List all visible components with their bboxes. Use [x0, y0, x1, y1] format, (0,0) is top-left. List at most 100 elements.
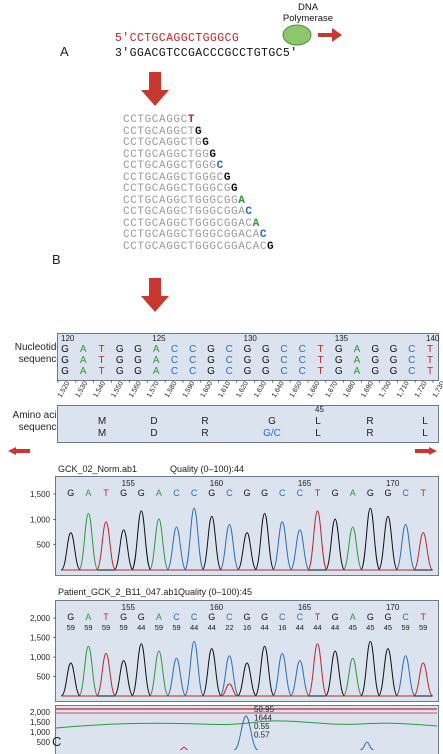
ratio-curve: [55, 720, 438, 729]
axis-tick-label: 1,620: [235, 380, 250, 399]
fragment-terminal-base: C: [216, 160, 224, 172]
trace-base-call: G: [120, 612, 127, 622]
sequence-base: T: [427, 344, 433, 355]
trace-base-call: G: [208, 488, 215, 498]
sequence-base: G: [134, 355, 142, 366]
trace1-file: GCK_02_Norm.ab1: [58, 464, 138, 474]
nucleotide-sequence-box: [57, 333, 439, 381]
trace-base-call: A: [85, 612, 91, 622]
trace-base-call: A: [156, 488, 162, 498]
trace-base-call: T: [420, 612, 426, 622]
trace-base-call: A: [85, 488, 91, 498]
trace-base-call: G: [384, 488, 391, 498]
base-position-number: 170: [386, 479, 400, 488]
sequence-base: C: [408, 344, 415, 355]
amino-acid: R: [201, 416, 208, 427]
sequence-base: A: [80, 355, 87, 366]
fragment-row: CCTGCAGGCTGGGCGGA: [123, 195, 274, 208]
fragment-row: CCTGCAGGCTGGGCGGACACG: [123, 241, 274, 254]
axis-tick-label: 1,660: [307, 380, 322, 399]
sequence-base: G: [262, 344, 270, 355]
position-number: 140: [426, 334, 440, 343]
sequence-base: A: [80, 344, 87, 355]
quality-value: 16: [243, 623, 251, 632]
panel-c-letter: C: [52, 734, 62, 749]
scroll-right-icon[interactable]: [415, 447, 437, 455]
sequence-base: G: [116, 355, 124, 366]
polymerase-label: DNA Polymerase: [282, 2, 334, 24]
trace-base-call: T: [315, 488, 321, 498]
trace-peak-line: [62, 510, 434, 571]
trace-base-call: C: [297, 488, 304, 498]
sequence-base: C: [299, 355, 306, 366]
fragment-extended: CCTGCAGGCT: [123, 125, 196, 138]
axis-tick-label: 1,730: [432, 380, 443, 399]
fragment-terminal-base: T: [187, 114, 196, 126]
sequence-base: A: [354, 344, 361, 355]
small-spike: [359, 741, 375, 750]
amino-acid: L: [422, 428, 428, 439]
sequence-base: G: [244, 366, 252, 377]
primer-strand: 5'CCTGCAGGCTGGGCG: [115, 32, 240, 45]
trace-base-call: G: [208, 612, 215, 622]
template-strand: 3'GGACGTCCGACCCGCCTGTGC5': [115, 47, 298, 60]
trace-base-call: G: [138, 612, 145, 622]
trace-base-call: C: [173, 488, 180, 498]
base-position-number: 170: [386, 603, 400, 612]
arrow-down-icon: [141, 278, 169, 312]
panel-a-letter: A: [60, 44, 69, 59]
trace-base-call: G: [367, 488, 374, 498]
trace-base-call: T: [420, 488, 426, 498]
fragment-row: CCTGCAGGCTGG: [123, 137, 274, 150]
trace-base-call: C: [173, 612, 180, 622]
amino-acid: R: [366, 416, 373, 427]
sequence-base: T: [98, 344, 104, 355]
sequence-base: C: [171, 355, 178, 366]
trace-base-call: C: [402, 612, 409, 622]
readout-value: 1644: [254, 714, 272, 723]
trace-peak-line: [60, 507, 432, 571]
quality-value: 59: [102, 623, 110, 632]
fragment-extended: CCTGCAGGC: [123, 114, 188, 126]
small-spike: [179, 746, 189, 750]
sequence-base: A: [354, 355, 361, 366]
sequence-base: C: [189, 366, 196, 377]
sequence-base: G: [262, 355, 270, 366]
fragment-extended: CCTGCAGGCTGGGCGGAC: [123, 217, 253, 230]
sequence-base: A: [153, 366, 160, 377]
trace-base-call: G: [67, 488, 74, 498]
fragment-row: CCTGCAGGCTG: [123, 125, 274, 139]
sequence-base: A: [153, 344, 160, 355]
amino-acid: L: [315, 416, 321, 427]
trace-peak-line: [60, 640, 432, 697]
trace-base-call: G: [332, 488, 339, 498]
axis-tick-label: 1,710: [396, 380, 411, 399]
trace-base-call: C: [402, 488, 409, 498]
fragment-row: CCTGCAGGCTGGGCGGACA: [123, 217, 274, 231]
trace-base-call: G: [67, 612, 74, 622]
fragment-extended: CCTGCAGGCTGGGCG: [123, 183, 232, 195]
fragment-extended: CCTGCAGGCTGGGCGGACA: [123, 229, 260, 241]
quality-value: 44: [260, 623, 268, 632]
trace-base-call: C: [226, 612, 233, 622]
trace-base-call: C: [279, 488, 286, 498]
sequence-base: T: [98, 355, 104, 366]
sequence-base: G: [390, 366, 398, 377]
fragment-extended: CCTGCAGGCTGGGCGGA: [123, 206, 246, 218]
mutation-spike: [233, 715, 259, 750]
base-position-number: 155: [122, 479, 136, 488]
axis-tick-label: 1,550: [110, 380, 125, 399]
trace-base-call: C: [191, 488, 198, 498]
trace2-box: [55, 600, 439, 702]
fragment-row: CCTGCAGGCTGGGCGGACAC: [123, 229, 274, 242]
amino-acid: M: [98, 428, 106, 439]
scroll-left-icon[interactable]: [8, 447, 30, 455]
quality-value: 59: [119, 623, 127, 632]
fragment-terminal-base: G: [195, 125, 203, 138]
sequence-base: G: [371, 355, 379, 366]
amino-acid: R: [366, 428, 373, 439]
trace-base-call: T: [103, 488, 109, 498]
sequence-base: C: [171, 344, 178, 355]
